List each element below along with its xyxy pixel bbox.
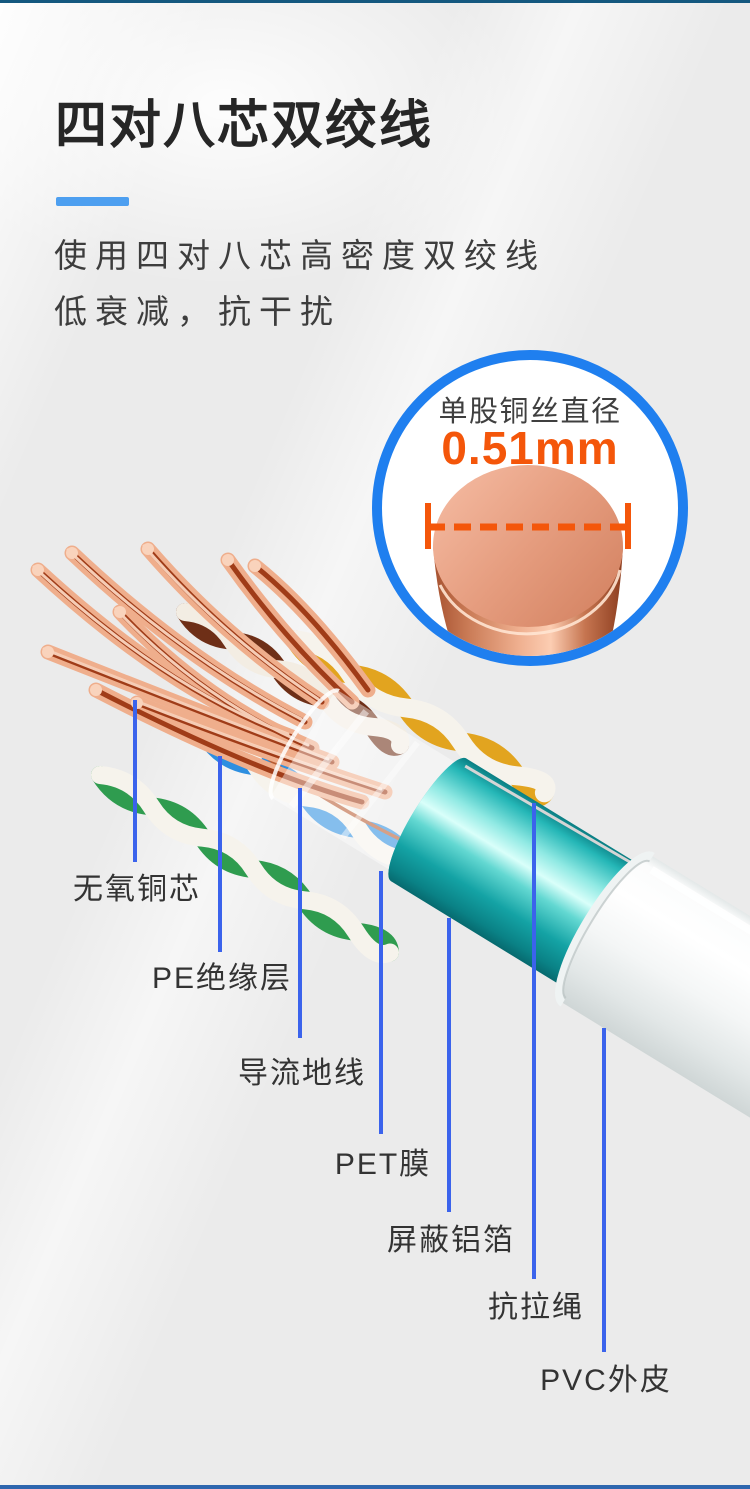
leader-line-pet-film: [379, 871, 383, 1134]
leader-line-copper-core: [133, 700, 137, 862]
leader-line-drain-wire: [298, 788, 302, 1038]
callout-label-foil-shield: 屏蔽铝箔: [387, 1224, 515, 1257]
copper-cylinder-face: [433, 465, 623, 627]
leader-line-pvc-jacket: [602, 1028, 606, 1352]
leader-line-rip-cord: [532, 803, 536, 1279]
callout-label-drain-wire: 导流地线: [238, 1057, 366, 1090]
callout-label-rip-cord: 抗拉绳: [488, 1291, 584, 1324]
title-accent-bar: [56, 197, 129, 206]
subtitle: 使用四对八芯高密度双绞线 低衰减，抗干扰: [54, 228, 546, 340]
bare-copper-wires: [30, 541, 393, 810]
callout-label-copper-core: 无氧铜芯: [73, 873, 201, 906]
subtitle-line-2: 低衰减，抗干扰: [54, 293, 341, 330]
callout-label-pe-insulation: PE绝缘层: [151, 962, 293, 995]
leader-line-foil-shield: [447, 918, 451, 1212]
diameter-dimension-line: [425, 503, 631, 549]
magnifier-diameter-value: 0.51mm: [441, 422, 619, 474]
callout-label-pvc-jacket: PVC外皮: [540, 1364, 672, 1397]
copper-wire-cross-section: [425, 465, 631, 656]
top-rule: [0, 0, 750, 3]
pvc-jacket-cylinder: [555, 851, 750, 1123]
page-title: 四对八芯双绞线: [55, 97, 434, 155]
bottom-rule: [0, 1485, 750, 1489]
callout-label-pet-film: PET膜: [334, 1148, 432, 1181]
twisted-pair-green: [91, 766, 399, 964]
leader-line-pe-insulation: [218, 756, 222, 952]
magnifier-caption: 单股铜丝直径: [438, 396, 622, 428]
rip-cord-line: [464, 764, 661, 881]
copper-wire-tips: [32, 543, 261, 709]
subtitle-line-1: 使用四对八芯高密度双绞线: [54, 237, 546, 274]
copper-diameter-magnifier: 单股铜丝直径 0.51mm: [372, 350, 688, 666]
